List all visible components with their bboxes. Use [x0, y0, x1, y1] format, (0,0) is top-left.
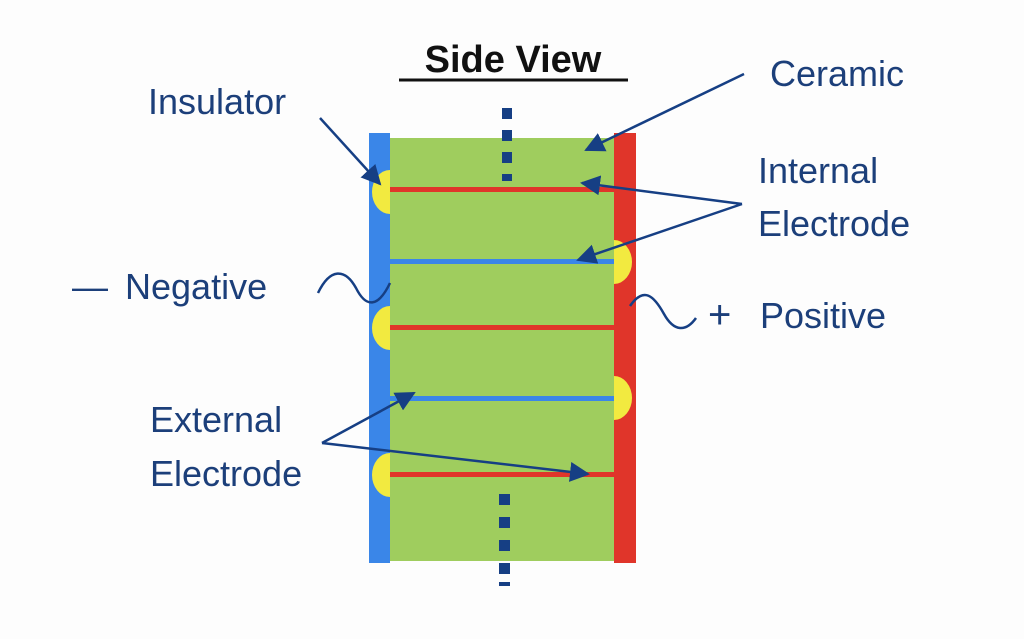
ceramic-label: Ceramic [770, 53, 904, 94]
internal-electrode-label-line2: Electrode [758, 203, 910, 244]
ceramic-arrow [584, 72, 745, 152]
diagram-title: Side View [425, 39, 602, 81]
insulator-arrow [319, 117, 382, 186]
external-electrode-arrow [321, 441, 590, 482]
internal-electrode-positive [390, 472, 614, 477]
continuation-dots-bottom [499, 494, 510, 586]
positive-external-electrode [614, 133, 636, 563]
internal-electrode-positive [390, 187, 614, 192]
insulator-label: Insulator [148, 81, 286, 122]
insulator-bump [372, 306, 390, 350]
internal-electrode-label-line1: Internal [758, 150, 878, 191]
insulator-bump [372, 453, 390, 497]
positive-squiggle [628, 293, 698, 330]
internal-electrode-negative [390, 396, 614, 401]
external-electrode-arrow [321, 391, 416, 445]
external-electrode-label-line1: External [150, 399, 282, 440]
internal-electrode-positive [390, 325, 614, 330]
negative-sign: — [72, 266, 108, 307]
internal-electrode-negative [390, 259, 614, 264]
ceramic-body [388, 138, 615, 561]
positive-sign: + [708, 293, 731, 337]
negative-label: Negative [125, 266, 267, 307]
insulator-bump [614, 240, 632, 284]
negative-squiggle [316, 272, 392, 304]
insulator-bump [614, 376, 632, 420]
external-electrode-label-line2: Electrode [150, 453, 302, 494]
internal-electrode-arrow [576, 202, 743, 264]
continuation-dots-top [502, 108, 512, 181]
internal-electrode-arrow [580, 175, 743, 206]
positive-label: Positive [760, 295, 886, 336]
